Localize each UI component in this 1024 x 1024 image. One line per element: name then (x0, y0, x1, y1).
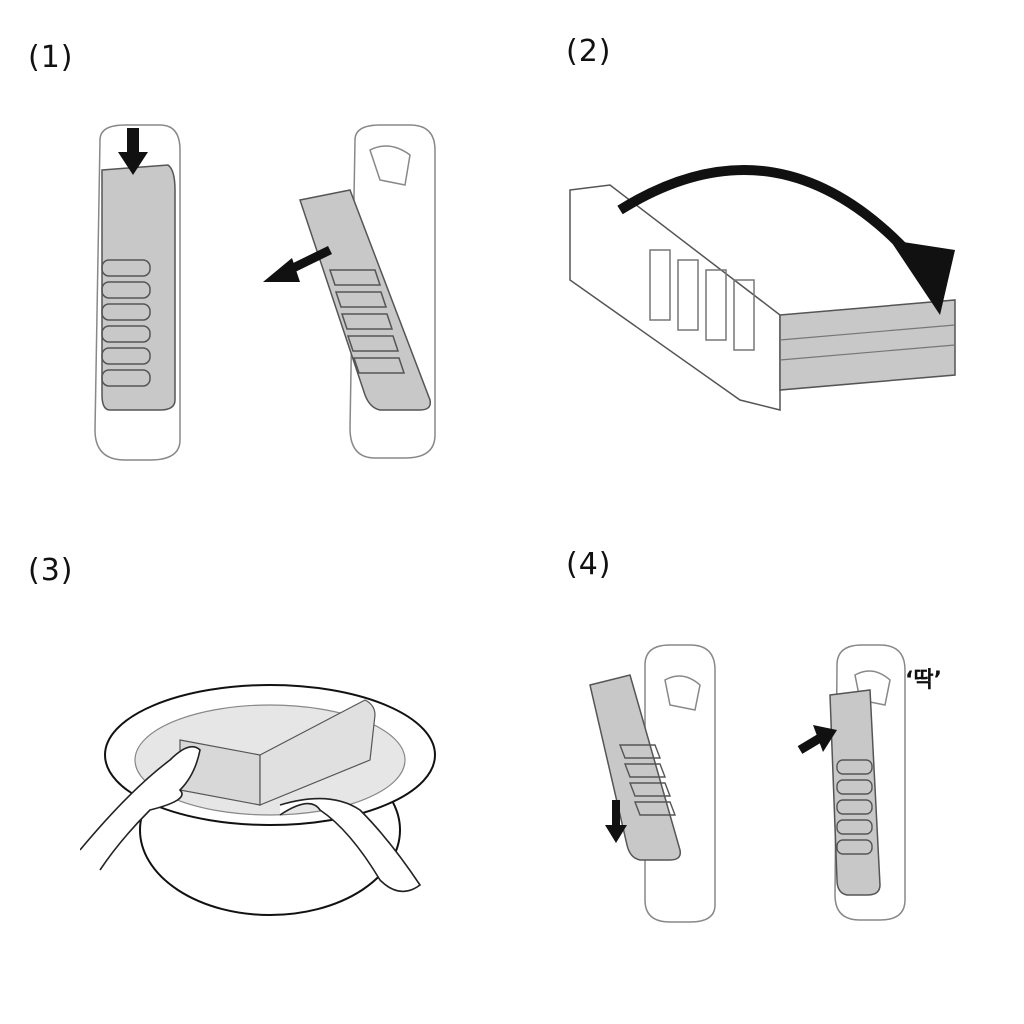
filter-frame-open (569, 184, 956, 411)
down-arrow-icon (118, 128, 148, 175)
insert-down-arrow-icon (605, 800, 627, 843)
push-in-arrow-icon (797, 725, 837, 754)
pull-out-arrow-icon (263, 245, 332, 282)
step-1-illustration (80, 110, 480, 480)
hands (80, 745, 422, 893)
click-sound-text: ‘딱’ (905, 668, 942, 693)
filter-holder-right-4 (829, 644, 906, 921)
step-4-label: (4) (566, 547, 612, 582)
step-3-label: (3) (28, 553, 74, 588)
step-1-label: (1) (28, 40, 74, 75)
filter-panel-removed (299, 189, 432, 411)
step-2-illustration (560, 150, 980, 420)
step-2-label: (2) (566, 34, 612, 69)
filter-being-washed (179, 699, 376, 806)
filter-holder-left (94, 124, 181, 461)
flip-arrow-icon (617, 165, 955, 315)
filter-panel-insert (589, 674, 682, 861)
step-3-illustration (80, 680, 460, 920)
step-4-illustration (575, 640, 955, 930)
